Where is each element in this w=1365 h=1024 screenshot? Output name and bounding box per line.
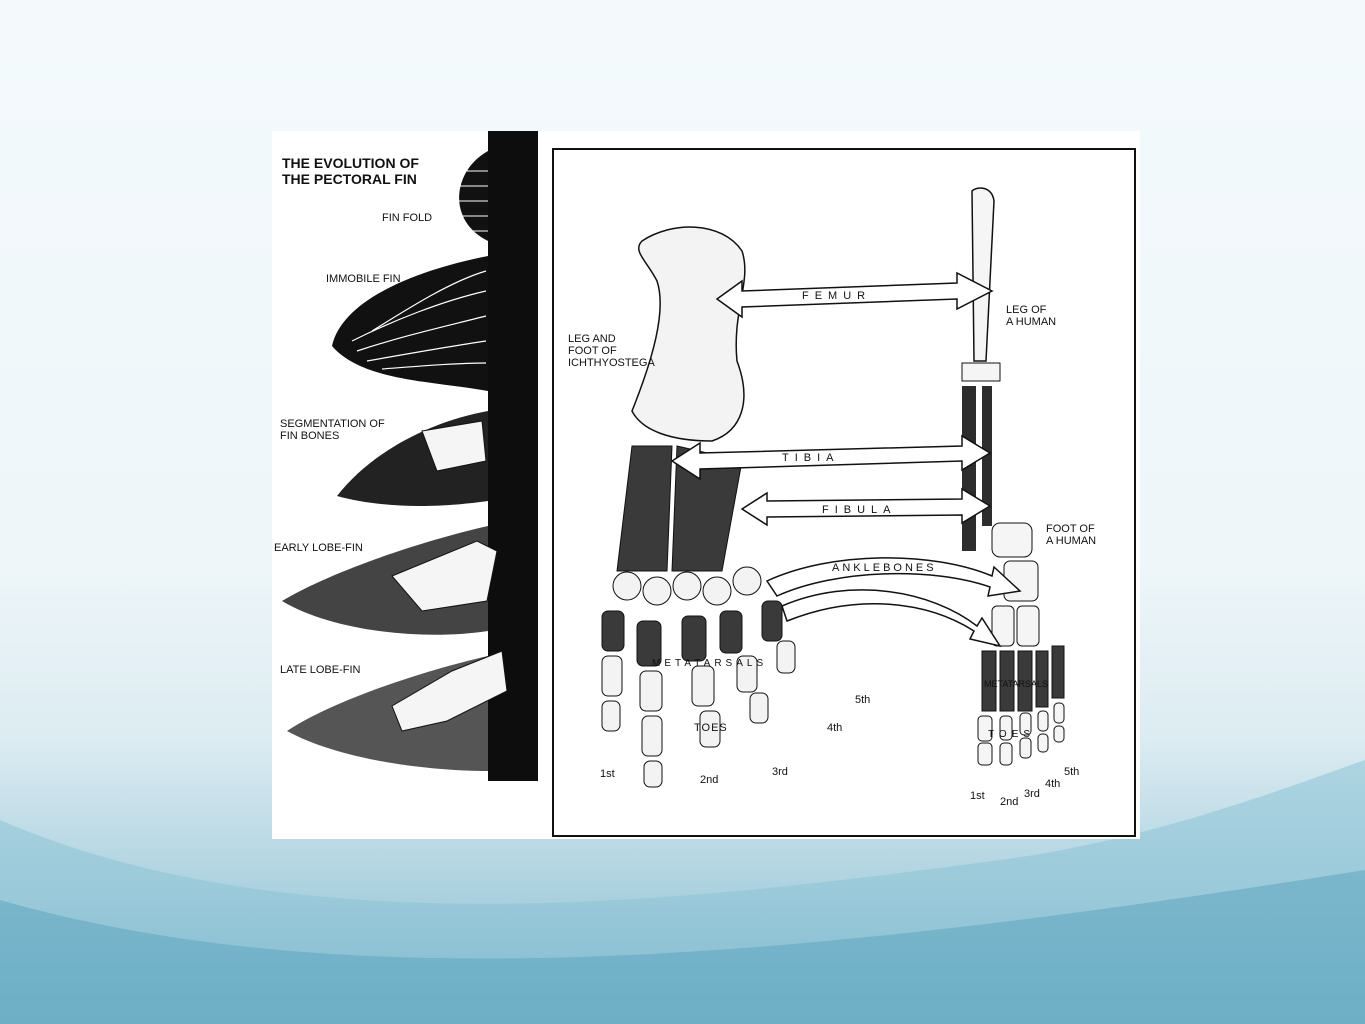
femur-label: FEMUR (802, 290, 871, 302)
label-ichthyostega-leg: LEG AND FOOT OF ICHTHYOSTEGA (568, 333, 655, 369)
figure-title: THE EVOLUTION OF THE PECTORAL FIN (282, 155, 419, 187)
toe-number: 2nd (1000, 796, 1018, 808)
toe-number: 3rd (772, 766, 788, 778)
figure-artwork: FEMUR TIBIA FIBULA ANKLEBONES METATARSAL… (282, 131, 1136, 837)
immobile-fin-shape (332, 256, 488, 391)
toe-number: 4th (827, 722, 842, 734)
toe-number: 2nd (700, 774, 718, 786)
anklebones-arrow-lower (781, 589, 1002, 648)
label-human-foot: FOOT OF A HUMAN (1046, 523, 1097, 547)
label-human-leg: LEG OF A HUMAN (1006, 304, 1057, 328)
human-knee (961, 362, 1001, 382)
anklebones-arrow (765, 557, 1022, 597)
human-fibula (982, 386, 992, 526)
tibia-arrow (670, 434, 992, 481)
fibula-arrow (740, 487, 992, 527)
ichthyostega-tibia (616, 445, 673, 572)
femur-arrow (715, 271, 994, 319)
stage-label-fin-fold: FIN FOLD (382, 212, 433, 224)
stage-label-segmentation: SEGMENTATION OF FIN BONES (280, 418, 385, 442)
toe-number: 3rd (1024, 788, 1040, 800)
ichthyostega-femur (631, 226, 746, 442)
toe-number: 1st (970, 790, 985, 802)
toe-number: 5th (855, 694, 870, 706)
fibula-label: FIBULA (822, 504, 897, 516)
fin-fold-shape (459, 151, 488, 241)
anklebones-label: ANKLEBONES (832, 562, 937, 574)
toe-number: 4th (1045, 778, 1060, 790)
leg-comparison-frame (552, 148, 1136, 837)
toe-number: 1st (600, 768, 615, 780)
toe-number: 5th (1064, 766, 1079, 778)
tibia-label: TIBIA (782, 452, 840, 464)
comparison-arrows (670, 271, 1022, 648)
ichthyostega-anklebones (612, 566, 762, 606)
stage-label-late-lobe-fin: LATE LOBE-FIN (280, 664, 361, 676)
toes-label-ichthyostega: TOES (694, 722, 728, 734)
toes-label-human: TOES (988, 729, 1035, 740)
stage-label-immobile-fin: IMMOBILE FIN (326, 273, 401, 285)
metatarsals-label-ichthyostega: METATARSALS (652, 658, 767, 669)
stage-label-early-lobe-fin: EARLY LOBE-FIN (274, 542, 363, 554)
slide-background-wave (0, 760, 1365, 1024)
evolution-figure: FEMUR TIBIA FIBULA ANKLEBONES METATARSAL… (272, 131, 1140, 839)
metatarsals-label-human: METATARSALS (984, 679, 1048, 689)
ichthyostega-toes (601, 600, 796, 788)
human-femur (971, 187, 995, 362)
